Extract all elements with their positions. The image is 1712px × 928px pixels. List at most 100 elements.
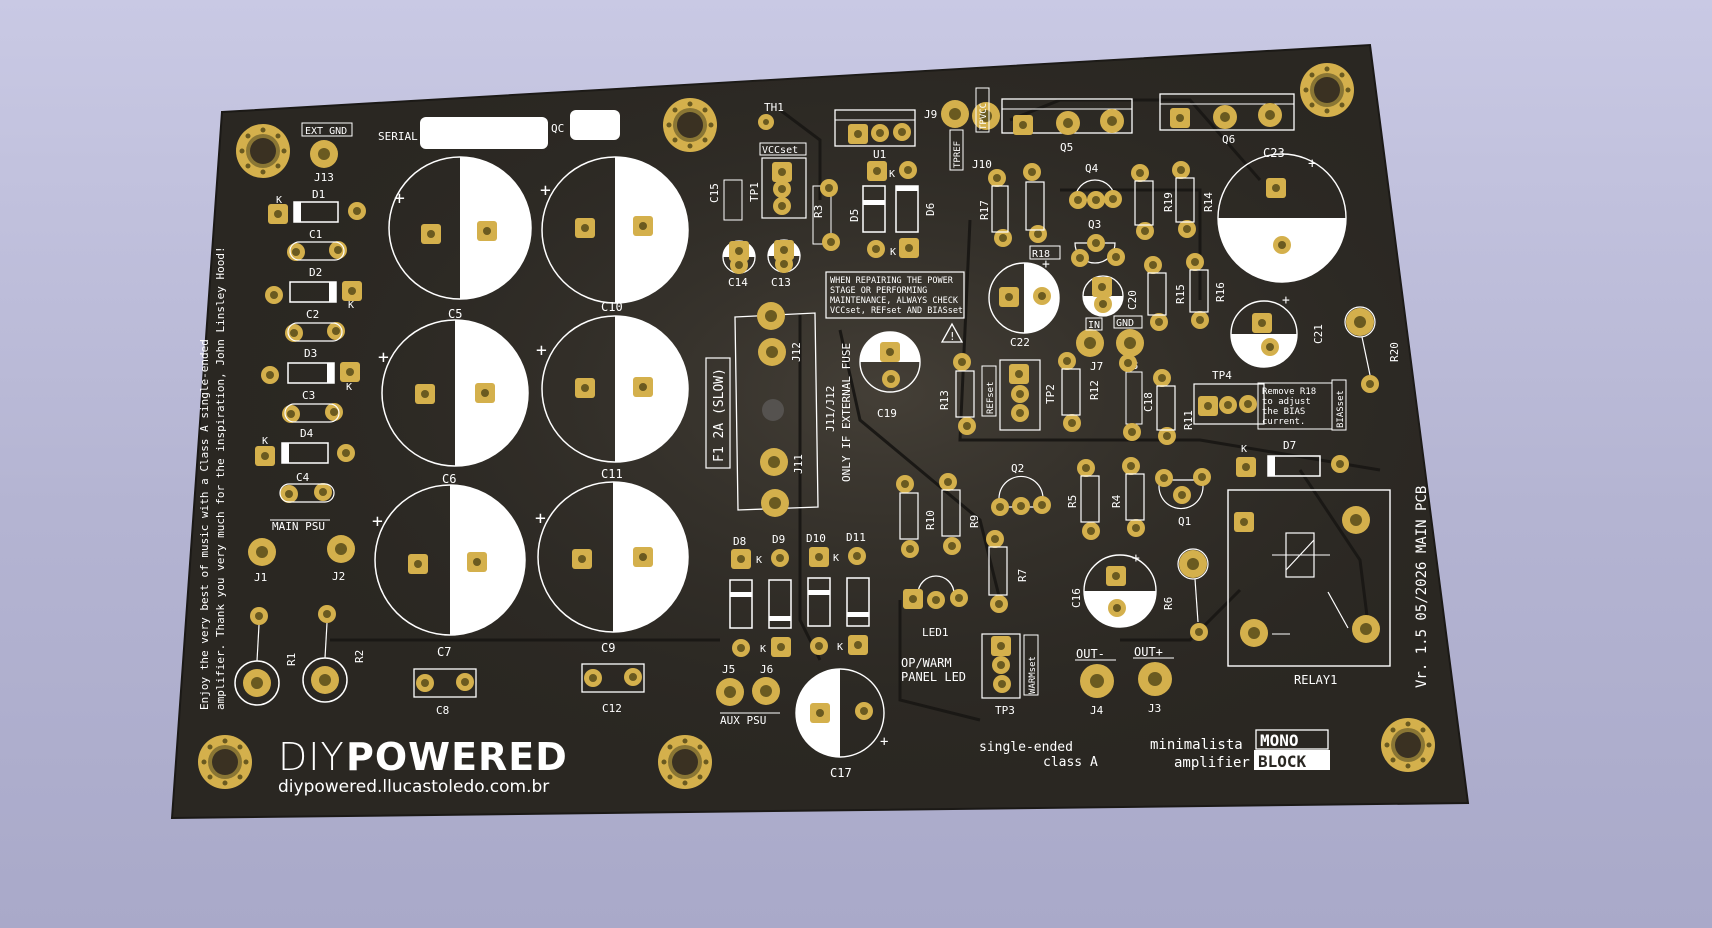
r12-label: R12 xyxy=(1088,380,1101,400)
svg-text:K: K xyxy=(760,644,766,655)
j3-label: J3 xyxy=(1148,702,1161,715)
c20-label: C20 xyxy=(1126,290,1139,310)
svg-text:+: + xyxy=(372,511,383,532)
svg-text:K: K xyxy=(837,642,843,653)
r1-label: R1 xyxy=(285,653,298,666)
out-plus-label: OUT+ xyxy=(1134,645,1163,659)
qc-label: QC xyxy=(551,122,564,135)
svg-text:WHEN REPAIRING THE POWER: WHEN REPAIRING THE POWER xyxy=(830,276,954,286)
mounting-hole-bottom-mid xyxy=(658,735,712,789)
led-label-2: PANEL LED xyxy=(901,670,966,684)
single-ended-label: single-ended xyxy=(979,740,1073,755)
svg-text:K: K xyxy=(890,247,896,258)
q1-label: Q1 xyxy=(1178,515,1191,528)
amp-section: Q5 Q6 + C23 Q4 Q3 R17 R18 R19 R14 xyxy=(896,93,1401,717)
branding: DIY POWERED diypowered.llucastoledo.com.… xyxy=(278,486,1430,797)
warning-symbol: ! xyxy=(949,330,956,343)
j13-pad xyxy=(310,140,338,168)
mounting-hole-top-right xyxy=(1300,63,1354,117)
j10-label: J10 xyxy=(972,158,992,171)
svg-text:K: K xyxy=(1241,444,1247,455)
svg-text:the BIAS: the BIAS xyxy=(1262,407,1305,417)
c21-label: C21 xyxy=(1312,324,1325,344)
q3-label: Q3 xyxy=(1088,218,1101,231)
output-section: OUT- OUT+ J4 J3 xyxy=(1075,645,1174,717)
c5-label: C5 xyxy=(448,307,462,321)
warmset-label: WARMset xyxy=(1028,656,1038,694)
c3-label: C3 xyxy=(302,389,315,402)
q5-label: Q5 xyxy=(1060,141,1073,154)
class-a-label: class A xyxy=(1043,755,1098,770)
q6-label: Q6 xyxy=(1222,133,1235,146)
out-minus-label: OUT- xyxy=(1076,647,1105,661)
logo-powered: POWERED xyxy=(346,735,568,779)
d7-label: D7 xyxy=(1283,439,1296,452)
svg-text:K: K xyxy=(262,436,268,447)
r10-label: R10 xyxy=(924,510,937,530)
q4-label: Q4 xyxy=(1085,162,1099,175)
in-label: IN xyxy=(1088,320,1100,331)
svg-text:+: + xyxy=(394,188,405,209)
block-label: BLOCK xyxy=(1258,752,1307,771)
d9-label: D9 xyxy=(772,533,785,546)
serial-field xyxy=(420,117,548,149)
c22-label: C22 xyxy=(1010,336,1030,349)
svg-text:K: K xyxy=(276,195,282,206)
c10-label: C10 xyxy=(601,300,623,314)
c6-label: C6 xyxy=(442,472,456,486)
side-text-line1: Enjoy the very best of music with a Clas… xyxy=(198,339,211,710)
aux-psu-label: AUX PSU xyxy=(720,714,766,727)
svg-text:+: + xyxy=(880,734,888,750)
aux-diodes: D8 D9 D10 D11 K K K K J5 J6 AUX PSU xyxy=(716,531,870,727)
u1-label: U1 xyxy=(873,148,886,161)
gnd-label: GND xyxy=(1116,318,1134,329)
j12-label: J12 xyxy=(790,342,803,362)
c15-label: C15 xyxy=(708,183,721,203)
fuse-note-2: ONLY IF EXTERNAL FUSE xyxy=(840,343,853,482)
amplifier-label: amplifier xyxy=(1174,755,1250,771)
d4-label: D4 xyxy=(300,427,314,440)
maintenance-warning: WHEN REPAIRING THE POWER STAGE OR PERFOR… xyxy=(825,271,965,343)
svg-text:K: K xyxy=(833,553,839,564)
c23-label: C23 xyxy=(1263,146,1285,160)
r4-label: R4 xyxy=(1110,494,1123,508)
mounting-hole-bottom-left xyxy=(198,735,252,789)
tp4-label: TP4 xyxy=(1212,369,1232,382)
j1-label: J1 xyxy=(254,571,267,584)
r11-label: R11 xyxy=(1182,410,1195,430)
d5-label: D5 xyxy=(848,209,861,222)
ext-gnd-box xyxy=(301,122,353,137)
c19-label: C19 xyxy=(877,407,897,420)
website-url: diypowered.llucastoledo.com.br xyxy=(278,777,549,797)
svg-text:+: + xyxy=(1282,293,1290,308)
j4-label: J4 xyxy=(1090,704,1104,717)
r6-label: R6 xyxy=(1162,597,1175,610)
c13-label: C13 xyxy=(771,276,791,289)
d8-label: D8 xyxy=(733,535,746,548)
side-text-line2: amplifier. Thank you very much for the i… xyxy=(214,246,227,710)
fuse-label: F1 2A (SLOW) xyxy=(712,368,727,462)
svg-text:+: + xyxy=(535,508,546,529)
c12-label: C12 xyxy=(602,702,622,715)
j11-label: J11 xyxy=(792,454,805,474)
led1: LED1 OP/WARM PANEL LED xyxy=(901,575,968,684)
mounting-hole-bottom-right xyxy=(1381,718,1435,772)
svg-text:Remove R18: Remove R18 xyxy=(1262,387,1316,397)
svg-text:to adjust: to adjust xyxy=(1262,397,1311,407)
r14-label: R14 xyxy=(1202,192,1215,212)
mono-label: MONO xyxy=(1260,731,1299,750)
ext-gnd-label: EXT GND xyxy=(305,126,347,137)
biasset-label: BIASset xyxy=(1336,390,1346,428)
r2-label: R2 xyxy=(353,650,366,663)
tp3-label: TP3 xyxy=(995,704,1015,717)
d2-label: D2 xyxy=(309,266,322,279)
svg-text:K: K xyxy=(889,169,895,180)
tpref-label: TPREF xyxy=(953,141,963,168)
c17-label: C17 xyxy=(830,766,852,780)
d3-label: D3 xyxy=(304,347,317,360)
fuse-note-1: J11/J12 xyxy=(824,386,837,432)
j13-label: J13 xyxy=(314,171,334,184)
mounting-hole-top-mid xyxy=(663,98,717,152)
serial-label: SERIAL xyxy=(378,130,418,143)
c8-label: C8 xyxy=(436,704,449,717)
